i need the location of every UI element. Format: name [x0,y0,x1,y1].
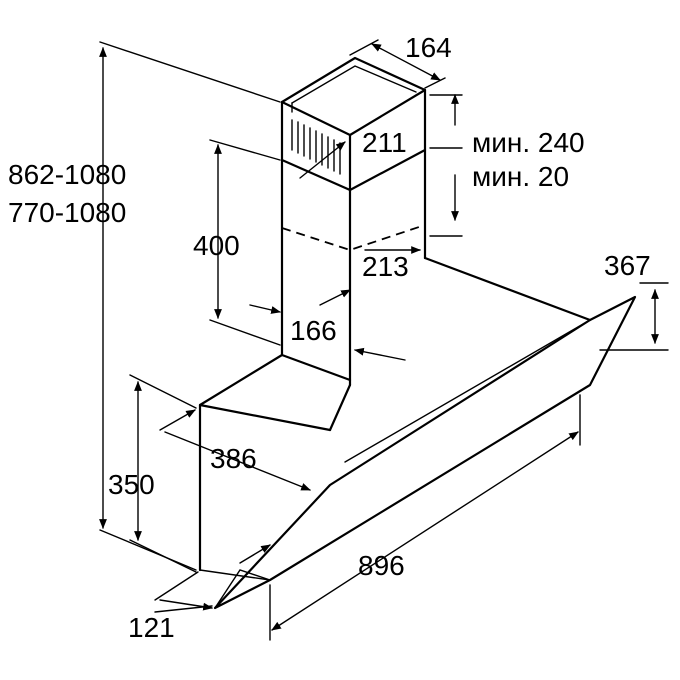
label-211: 211 [362,127,407,158]
label-862-1080: 862-1080 [8,159,126,190]
label-896: 896 [358,550,405,581]
dimension-labels: 164 211 мин. 240 мин. 20 862-1080 770-10… [8,32,651,643]
label-164: 164 [405,32,452,63]
hood-body [198,256,637,610]
duct-upper-section [280,56,427,192]
label-400: 400 [193,230,240,261]
label-386: 386 [210,443,257,474]
label-213: 213 [362,251,409,282]
label-367: 367 [604,250,651,281]
label-350: 350 [108,469,155,500]
duct-vent-slots [291,119,341,175]
label-121: 121 [128,612,175,643]
label-min-240: мин. 240 [472,127,585,158]
duct-lower-section [280,148,427,382]
label-770-1080: 770-1080 [8,197,126,228]
label-166: 166 [290,315,337,346]
dimension-lines [99,39,669,641]
label-min-20: мин. 20 [472,161,569,192]
